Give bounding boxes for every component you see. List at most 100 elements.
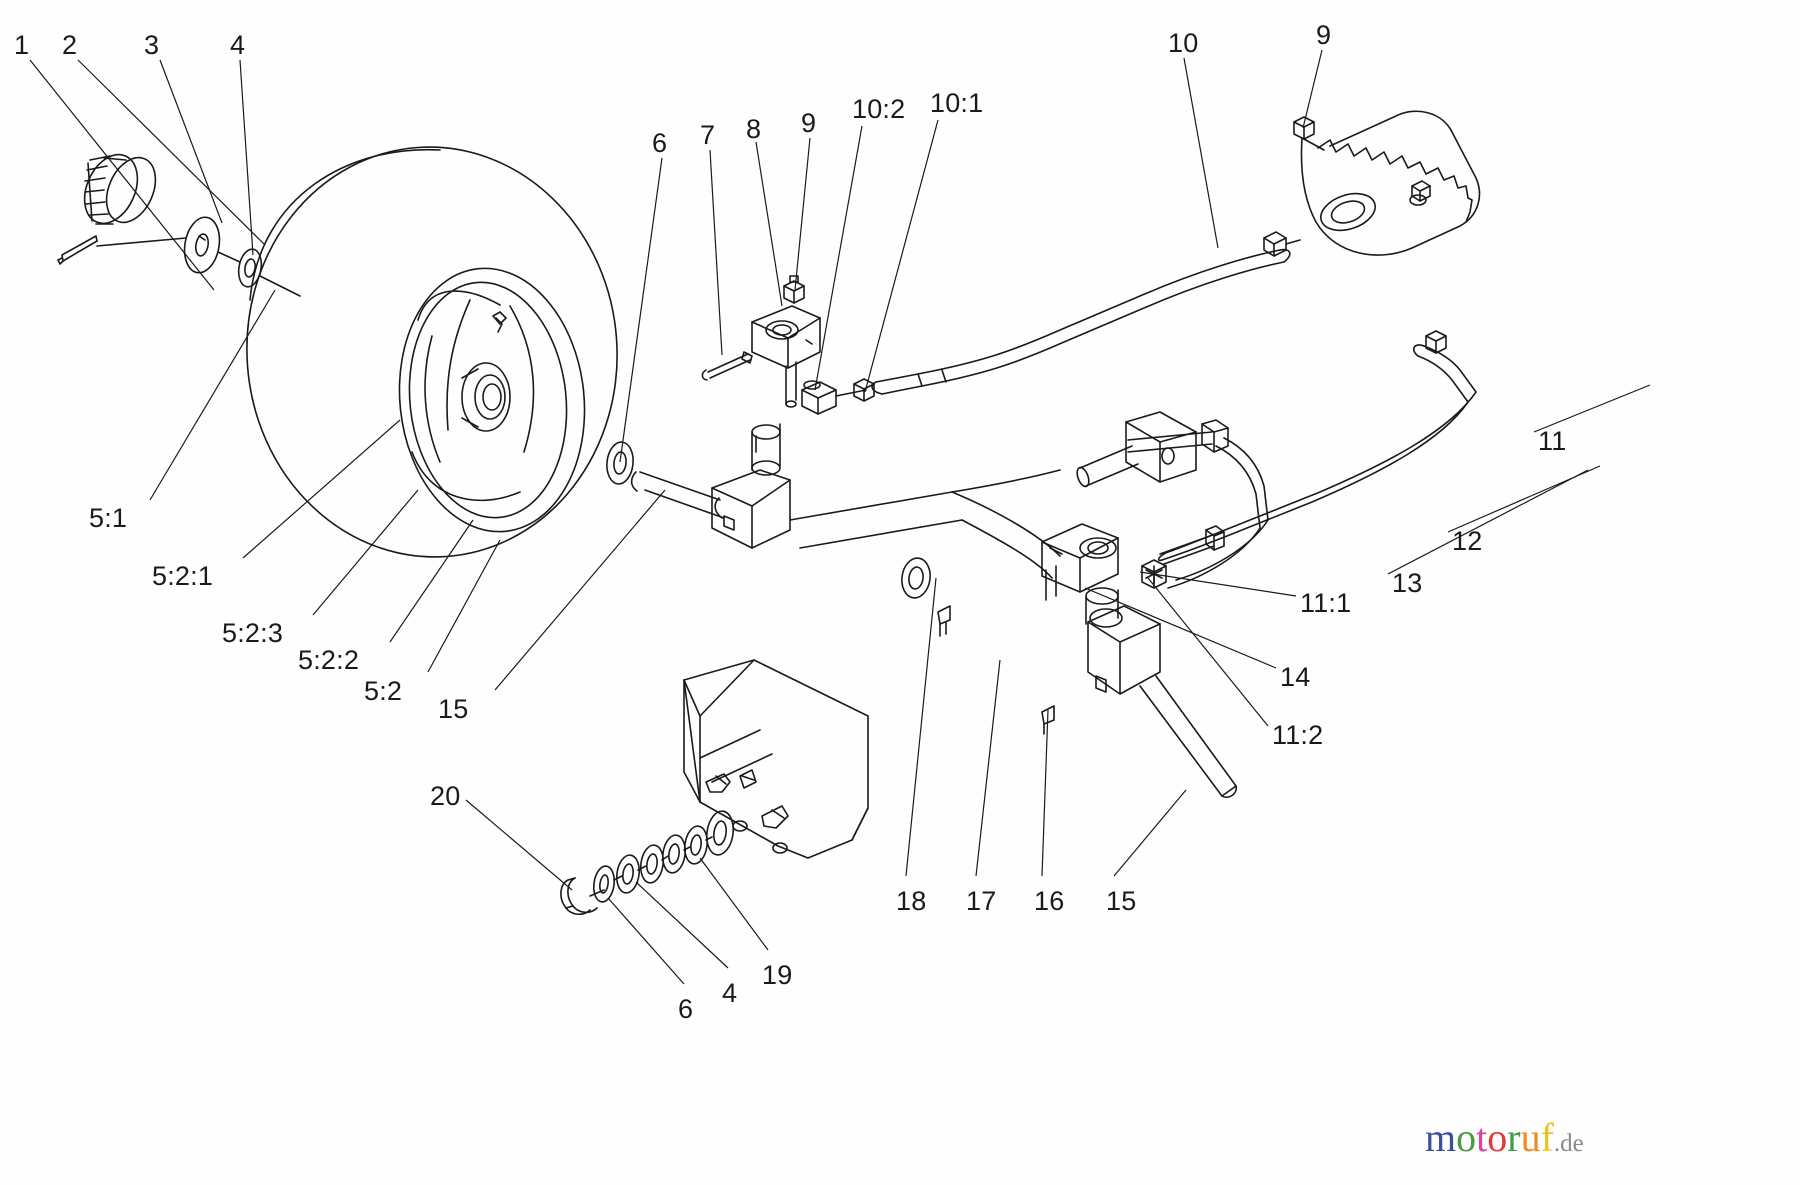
- part-nut-sector: [1293, 116, 1315, 140]
- logo-letter-o: o: [1487, 1115, 1508, 1160]
- leader-line: [635, 881, 729, 969]
- logo-letter-r: r: [1507, 1115, 1521, 1160]
- leader-line: [1387, 469, 1589, 575]
- leader-line: [864, 119, 939, 393]
- logo-letter-o: o: [1456, 1115, 1477, 1160]
- callout-20: 20: [430, 781, 461, 811]
- part-pin: [57, 235, 98, 265]
- part-tire: [246, 146, 618, 558]
- leader-line: [975, 659, 1001, 877]
- callout-8: 8: [746, 114, 762, 144]
- part-guard-bracket: [683, 659, 869, 859]
- leader-line: [427, 539, 501, 673]
- leader-line: [465, 799, 573, 891]
- part-fastener-16: [1041, 705, 1055, 735]
- callout-6: 6: [678, 994, 694, 1024]
- part-nut-tierod-left: [853, 378, 875, 402]
- callout-10: 10: [1168, 28, 1199, 58]
- leader-line: [607, 897, 685, 985]
- part-washer-18: [901, 557, 931, 599]
- part-spindle-right: [1085, 587, 1238, 799]
- leader-line: [699, 857, 769, 951]
- callout-14: 14: [1280, 662, 1311, 692]
- leader-line: [312, 489, 419, 616]
- part-bolt-13: [1159, 525, 1225, 565]
- callout-13: 13: [1392, 568, 1423, 598]
- callout-5-2-2: 5:2:2: [298, 645, 360, 675]
- part-tierod-long: [871, 248, 1291, 395]
- callout-10-2: 10:2: [852, 94, 906, 124]
- part-tierod-end-left: [801, 380, 867, 415]
- leader-line: [814, 125, 863, 391]
- leader-line: [709, 149, 723, 356]
- leader-line: [389, 519, 474, 643]
- callout-11: 11: [1538, 426, 1567, 456]
- callout-3: 3: [144, 30, 160, 60]
- motoruf-logo: motoruf.de: [1425, 1118, 1584, 1158]
- part-fastener-17: [937, 605, 951, 637]
- part-bolt-left: [701, 351, 753, 381]
- callout-15: 15: [438, 694, 469, 724]
- leader-line: [239, 59, 254, 256]
- callout-12: 12: [1452, 526, 1483, 556]
- callout-19: 19: [762, 960, 793, 990]
- leader-line: [494, 489, 666, 691]
- logo-letter-f: f: [1540, 1115, 1554, 1160]
- callout-18: 18: [896, 886, 927, 916]
- callout-4: 4: [230, 30, 246, 60]
- leader-line: [159, 59, 223, 224]
- leader-line: [242, 419, 401, 559]
- callout-11-1: 11:1: [1300, 588, 1352, 618]
- leader-line: [1139, 571, 1297, 597]
- callout-11-2: 11:2: [1272, 720, 1324, 750]
- leader-line: [1302, 49, 1323, 129]
- callout-16: 16: [1034, 886, 1065, 916]
- leader-line: [1147, 577, 1269, 727]
- callout-4: 4: [722, 978, 738, 1008]
- callout-5-1: 5:1: [89, 503, 128, 533]
- part-frame-lines: [789, 469, 1061, 579]
- callout-6: 6: [652, 128, 668, 158]
- callout-5-2: 5:2: [364, 676, 403, 706]
- part-bolt-12: [1127, 419, 1229, 453]
- leader-line: [149, 289, 276, 501]
- part-steering-arm-left: [751, 305, 821, 408]
- callout-9: 9: [1316, 20, 1332, 50]
- assembly-axis-left: [96, 237, 301, 297]
- callout-15: 15: [1106, 886, 1137, 916]
- leader-line: [1084, 587, 1277, 669]
- logo-letter-u: u: [1520, 1115, 1541, 1160]
- callout-10-1: 10:1: [930, 88, 984, 118]
- leader-line: [1113, 789, 1187, 877]
- callout-1: 1: [14, 30, 30, 60]
- part-spindle-left: [630, 423, 791, 549]
- leader-line: [905, 577, 937, 877]
- part-tierod-right: [1167, 437, 1269, 589]
- callout-7: 7: [700, 120, 716, 150]
- part-spindle-arm-right: [1041, 523, 1119, 601]
- leader-line: [1041, 709, 1049, 877]
- part-bearing-stack: [560, 810, 735, 916]
- callout-5-2-1: 5:2:1: [152, 561, 214, 591]
- leader-line: [1533, 384, 1651, 433]
- part-washer-large: [183, 216, 221, 274]
- leader-line: [755, 141, 783, 307]
- logo-letter-t: t: [1476, 1115, 1488, 1160]
- leader-line: [77, 59, 266, 246]
- part-nut-upper-left: [783, 275, 805, 304]
- part-bracket-plate: [1076, 411, 1197, 488]
- part-nut-14: [1141, 559, 1167, 589]
- logo-letter-m: m: [1425, 1115, 1457, 1160]
- callout-2: 2: [62, 30, 78, 60]
- callout-17: 17: [966, 886, 997, 916]
- callout-9: 9: [801, 108, 817, 138]
- logo-suffix: .de: [1553, 1130, 1584, 1157]
- part-steering-sector: [1263, 110, 1481, 257]
- callout-5-2-3: 5:2:3: [222, 618, 284, 648]
- leader-line: [794, 137, 811, 291]
- part-wheel-rim: [398, 267, 586, 533]
- leader-line: [1183, 57, 1219, 249]
